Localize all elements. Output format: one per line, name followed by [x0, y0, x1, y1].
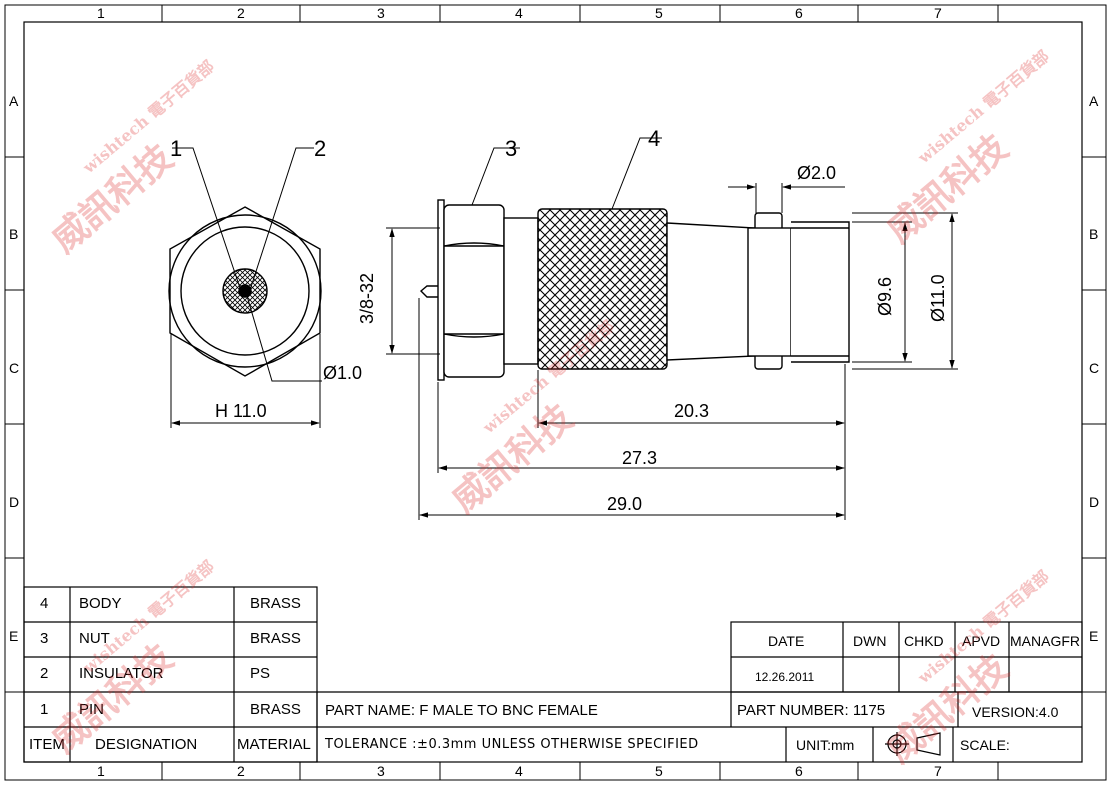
zone-col-1: 1 [97, 5, 105, 21]
bom-row-2-material: PS [250, 665, 271, 682]
bom-row-3-designation: NUT [79, 630, 110, 647]
tb-apvd: APVD [962, 633, 1001, 649]
zone-col-5-bottom: 5 [655, 763, 663, 779]
zone-col-3: 3 [377, 5, 385, 21]
tb-scale: SCALE: [960, 737, 1010, 753]
dim-d110: Ø11.0 [928, 274, 948, 322]
zone-row-e: E [9, 628, 19, 644]
callout-2: 2 [314, 136, 327, 161]
inner-frame [23, 21, 1083, 763]
bom-header-item: ITEM [29, 736, 65, 753]
title-block-lines [316, 621, 1083, 762]
zone-col-4: 4 [515, 5, 523, 21]
end-view [168, 147, 322, 428]
dim-len-29-0: 29.0 [607, 494, 643, 514]
tb-part-name: PART NAME: F MALE TO BNC FEMALE [325, 702, 598, 719]
tb-dwn: DWN [853, 633, 887, 649]
dim-len-27-3: 27.3 [622, 448, 658, 468]
zone-row-b-right: B [1089, 226, 1099, 242]
bom-row-3-item: 3 [40, 630, 49, 647]
zone-col-1-bottom: 1 [97, 763, 105, 779]
side-view [386, 137, 958, 520]
zone-col-2-bottom: 2 [237, 763, 245, 779]
bom-table-lines [23, 586, 1082, 763]
zone-col-2: 2 [237, 5, 245, 21]
bom-header-material: MATERIAL [237, 736, 311, 753]
tb-date-value: 12.26.2011 [755, 670, 815, 684]
dim-pin-dia: Ø1.0 [323, 363, 363, 383]
zone-col-3-bottom: 3 [377, 763, 385, 779]
zone-row-d-right: D [1089, 494, 1100, 510]
zone-row-d: D [9, 494, 20, 510]
zone-col-6: 6 [795, 5, 803, 21]
zone-col-4-bottom: 4 [515, 763, 523, 779]
zone-row-e-right: E [1089, 628, 1099, 644]
bom-row-1-item: 1 [40, 701, 49, 718]
callout-4: 4 [648, 126, 661, 151]
tb-chkd: CHKD [904, 633, 944, 649]
tb-managfr: MANAGFR [1010, 633, 1080, 649]
bom-row-2-designation: INSULATOR [79, 665, 164, 682]
zone-row-b: B [9, 226, 19, 242]
projection-symbol [885, 732, 941, 756]
tb-tolerance: TOLERANCE :±0.3mm UNLESS OTHERWISE SPECI… [325, 737, 699, 752]
zone-col-6-bottom: 6 [795, 763, 803, 779]
dim-len-20-3: 20.3 [674, 401, 710, 421]
callout-1: 1 [170, 136, 183, 161]
bom-row-4-designation: BODY [79, 595, 122, 612]
bom-header-designation: DESIGNATION [95, 736, 198, 753]
bom-row-4-material: BRASS [250, 595, 301, 612]
bom-row-1-designation: PIN [79, 701, 105, 718]
zone-row-a: A [9, 93, 19, 109]
tb-part-number: PART NUMBER: 1175 [737, 702, 886, 719]
zone-row-c: C [9, 360, 20, 376]
zone-row-a-right: A [1089, 93, 1099, 109]
dim-thread: 3/8-32 [357, 272, 377, 324]
dim-d96: Ø9.6 [875, 276, 895, 316]
tb-date-label: DATE [768, 633, 805, 649]
dim-d2: Ø2.0 [797, 163, 837, 183]
zone-col-5: 5 [655, 5, 663, 21]
zone-row-c-right: C [1089, 360, 1100, 376]
zone-col-7: 7 [934, 5, 942, 21]
callout-3: 3 [505, 136, 518, 161]
dim-hex: H 11.0 [215, 401, 267, 421]
zone-col-7-bottom: 7 [934, 763, 942, 779]
tb-unit: UNIT:mm [796, 737, 855, 753]
bom-row-3-material: BRASS [250, 630, 301, 647]
tb-version: VERSION:4.0 [972, 704, 1059, 720]
bom-row-2-item: 2 [40, 665, 49, 682]
bom-row-1-material: BRASS [250, 701, 301, 718]
bom-row-4-item: 4 [40, 595, 49, 612]
hex-outline [169, 206, 321, 377]
